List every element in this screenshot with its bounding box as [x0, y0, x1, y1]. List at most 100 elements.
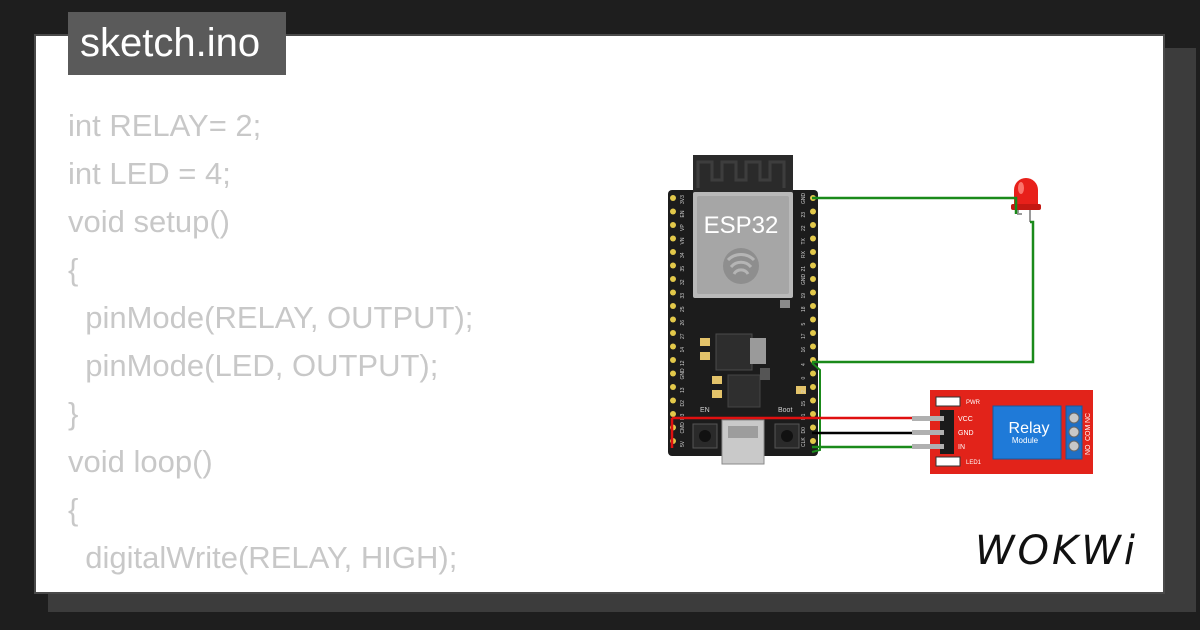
component [712, 376, 722, 384]
esp32-pin[interactable] [670, 357, 676, 363]
esp32-right-pin-header [810, 195, 816, 444]
esp32-pin[interactable] [670, 249, 676, 255]
esp32-pin[interactable] [810, 289, 816, 296]
esp32-pin[interactable] [670, 370, 676, 377]
esp32-pin-label: 3V3 [680, 195, 686, 204]
esp32-pin-label: EN [680, 210, 686, 217]
esp32-pin[interactable] [810, 222, 816, 228]
code-line: int LED = 4; [68, 156, 231, 191]
led1-label: LED1 [966, 460, 982, 466]
esp32-pin[interactable] [810, 397, 816, 404]
esp32-pin[interactable] [810, 438, 816, 444]
code-line: pinMode(RELAY, OUTPUT); [68, 300, 474, 335]
esp32-pin-label: 25 [680, 306, 686, 312]
esp32-pin[interactable] [670, 397, 676, 404]
voltage-regulator [715, 333, 753, 371]
screw-terminal[interactable] [1068, 412, 1080, 424]
esp32-pin-label: VP [680, 224, 686, 231]
esp32-pin-label: 13 [680, 387, 686, 393]
led1-indicator [935, 456, 961, 467]
boot-label: Boot [778, 407, 792, 414]
esp32-pin-label: 15 [801, 401, 807, 407]
code-line: { [68, 252, 79, 287]
code-line: digitalWrite(RELAY, HIGH); [68, 540, 458, 575]
wire-board-link[interactable] [811, 362, 821, 453]
esp32-pin[interactable] [670, 235, 676, 242]
esp32-pin-label: GND [801, 274, 807, 286]
relay-pin-gnd[interactable] [912, 430, 944, 435]
antenna-trace [696, 160, 786, 188]
led-rim [1011, 204, 1041, 210]
esp32-pin-label: D3 [680, 413, 686, 420]
code-line: int RELAY= 2; [68, 108, 262, 143]
code-line: { [68, 492, 79, 527]
esp32-pin-label: GND [680, 368, 686, 380]
esp32-pin[interactable] [810, 424, 816, 431]
esp32-pin[interactable] [810, 276, 816, 282]
esp32-pin-label: 14 [680, 347, 686, 353]
esp32-pin[interactable] [670, 316, 676, 323]
esp32-pin-label: 5V [680, 440, 686, 447]
esp32-pin-label: 18 [801, 306, 807, 312]
esp32-pin[interactable] [670, 262, 676, 269]
code-line: void loop() [68, 444, 213, 479]
esp32-pin[interactable] [810, 235, 816, 242]
esp32-pin[interactable] [670, 195, 676, 201]
esp32-pin[interactable] [810, 330, 816, 336]
esp32-pin[interactable] [810, 343, 816, 350]
screw-terminal[interactable] [1068, 426, 1080, 438]
esp32-pin[interactable] [810, 370, 816, 377]
file-tab[interactable]: sketch.ino [68, 12, 286, 75]
esp32-pin-label: 19 [801, 293, 807, 299]
component [712, 390, 722, 398]
esp32-pin[interactable] [670, 303, 676, 309]
esp32-pin[interactable] [810, 262, 816, 269]
esp32-left-pin-labels: 3V3ENVPVN343532332526271412GND13D2D3CMD5… [680, 195, 686, 447]
esp32-pin[interactable] [810, 303, 816, 309]
esp32-pin-label: 32 [680, 279, 686, 285]
esp32-pin-label: 2 [801, 390, 807, 393]
esp32-pin[interactable] [810, 316, 816, 323]
esp32-pin[interactable] [670, 276, 676, 282]
esp32-pin-label: CMD [680, 422, 686, 434]
espressif-logo-icon [723, 248, 759, 284]
wire-led-signal[interactable] [812, 220, 1035, 364]
esp32-pin-label: VN [680, 237, 686, 244]
pwr-led [935, 396, 961, 407]
code-line: digitalWrite(LED, HIGH); [68, 582, 628, 592]
wire-gnd-led[interactable] [812, 196, 1018, 214]
relay-title: Relay [1009, 420, 1050, 437]
esp32-pin-label: 26 [680, 320, 686, 326]
esp32-pin[interactable] [810, 384, 816, 390]
component [760, 368, 770, 380]
esp32-pin[interactable] [670, 289, 676, 296]
esp32-pin[interactable] [670, 222, 676, 228]
screw-terminal[interactable] [1068, 440, 1080, 452]
code-line: pinMode(LED, OUTPUT); [68, 348, 439, 383]
esp32-pin-label: CLK [801, 437, 807, 447]
esp32-pin[interactable] [810, 249, 816, 255]
esp32-shield-inner [697, 196, 789, 294]
component [700, 352, 710, 360]
esp32-pin[interactable] [810, 208, 816, 215]
esp32-pin-label: 35 [680, 266, 686, 272]
esp32-pin[interactable] [670, 343, 676, 350]
esp32-pin[interactable] [670, 411, 676, 417]
esp32-pin-label: 22 [801, 225, 807, 231]
relay-pin-vcc[interactable] [912, 416, 944, 421]
relay-pin-in[interactable] [912, 444, 944, 449]
esp32-pin[interactable] [670, 208, 676, 215]
esp32-pin-label: D0 [801, 427, 807, 434]
esp32-pin[interactable] [810, 411, 816, 417]
usb-chip [727, 374, 761, 408]
relay-pin-label: GND [958, 430, 974, 437]
esp32-pin[interactable] [670, 384, 676, 390]
led-highlight [1018, 182, 1024, 194]
relay-box [992, 405, 1062, 460]
relay-module[interactable]: PWR LED1 VCC GND IN Relay Module NO COM … [912, 390, 1093, 474]
terminal-label-nc: NC [1085, 413, 1092, 423]
esp32-pin[interactable] [670, 330, 676, 336]
led-component[interactable] [1011, 178, 1041, 222]
